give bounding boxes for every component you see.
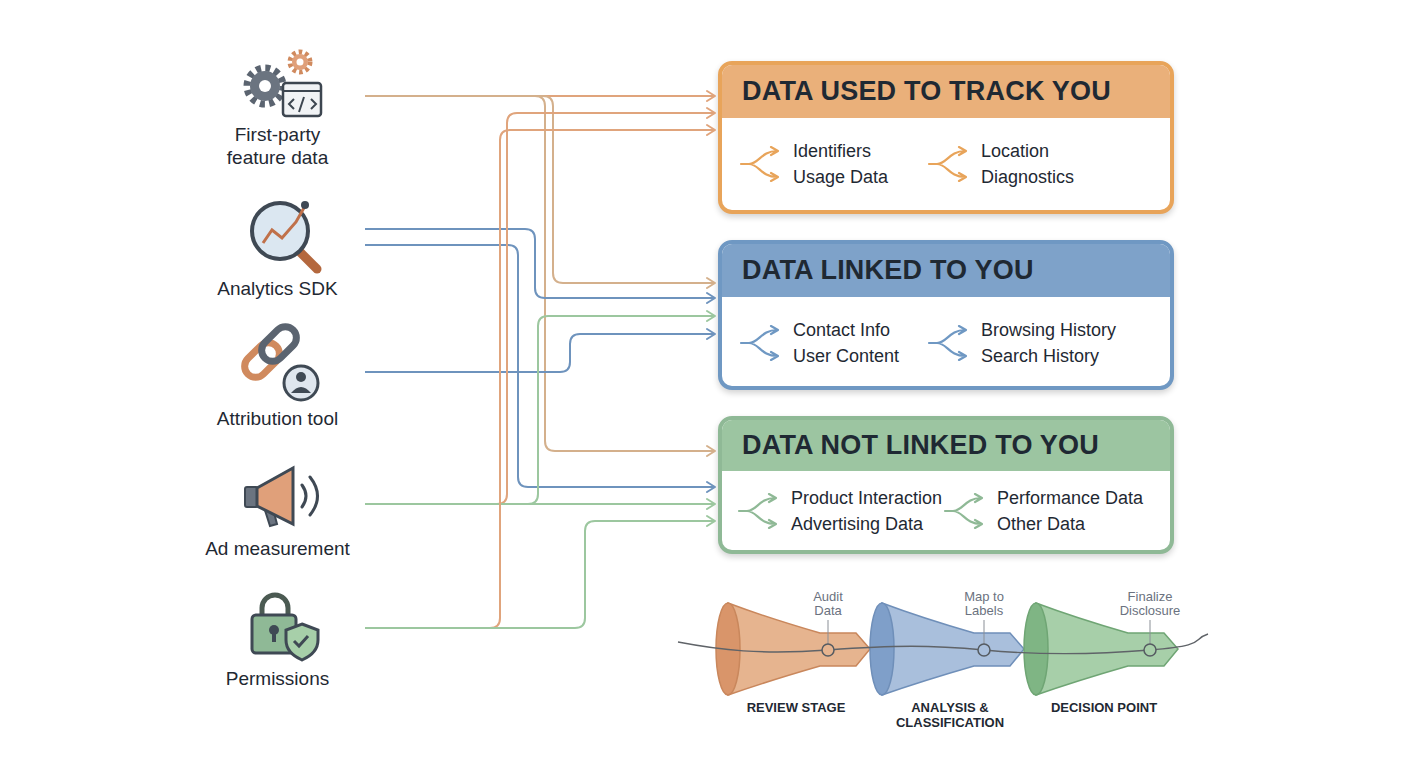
category-item: Location	[981, 139, 1049, 163]
category-item: Contact Info	[793, 318, 890, 342]
category-box: DATA USED TO TRACK YOU IdentifiersUsage D…	[718, 61, 1174, 214]
magnifier-icon	[252, 201, 317, 269]
connector-arrow	[365, 108, 715, 504]
fork-arrow-line	[741, 326, 778, 360]
arrow-head	[707, 329, 715, 339]
arrow-head	[707, 516, 715, 526]
arrow-head	[707, 293, 715, 303]
connector-arrow	[365, 91, 715, 101]
fork-arrow-icon	[739, 146, 785, 182]
padlock-icon	[252, 595, 318, 660]
fork-arrow-line	[929, 147, 966, 181]
fork-arrow-icon	[737, 493, 783, 529]
category-item: Diagnostics	[981, 165, 1074, 189]
source-label: First-party feature data	[213, 123, 343, 169]
connector-arrow	[365, 96, 715, 456]
arrow-head	[707, 311, 715, 321]
box-title: DATA NOT LINKED TO YOU	[742, 420, 1099, 471]
connector-line	[365, 521, 715, 628]
connector-line	[365, 130, 715, 628]
stage-note: Finalize Disclosure	[1114, 590, 1186, 618]
connector-line	[365, 96, 715, 283]
box-header: DATA USED TO TRACK YOU	[722, 65, 1170, 118]
stage-label: ANALYSIS & CLASSIFICATION	[875, 700, 1025, 730]
fork-arrow-icon	[927, 325, 973, 361]
source-node: Attribution tool	[190, 325, 365, 435]
fork-arrow-icon	[739, 325, 785, 361]
fork-arrow-line	[929, 326, 966, 360]
funnel-mouth	[870, 603, 894, 695]
box-header: DATA LINKED TO YOU	[722, 244, 1170, 297]
fork-arrow-icon	[943, 493, 989, 529]
gear-icon	[247, 52, 321, 116]
connector-line	[365, 113, 715, 504]
fork-arrow-line	[739, 494, 776, 528]
category-item: Advertising Data	[791, 512, 923, 536]
arrow-head	[707, 108, 715, 118]
stage-label: REVIEW STAGE	[721, 700, 871, 715]
connector-arrow	[365, 516, 715, 628]
arrow-head	[707, 482, 715, 492]
stage-note: Audit Data	[801, 590, 856, 618]
connector-arrow	[365, 245, 715, 492]
source-node: First-party feature data	[190, 45, 365, 175]
box-title: DATA USED TO TRACK YOU	[742, 65, 1111, 118]
connector-line	[365, 503, 715, 505]
funnel-stage: Finalize DisclosureDECISION POINT	[1016, 588, 1188, 733]
stage-note: Map to Labels	[954, 590, 1014, 618]
connector-line	[365, 245, 715, 487]
connector-line	[365, 95, 715, 97]
category-box: DATA LINKED TO YOU Contact InfoUser Conte…	[718, 240, 1174, 390]
arrow-head	[707, 91, 715, 101]
stage-label: DECISION POINT	[1029, 700, 1179, 715]
category-box: DATA NOT LINKED TO YOU Product Interactio…	[718, 416, 1174, 554]
category-item: Browsing History	[981, 318, 1116, 342]
connector-arrow	[365, 125, 715, 628]
connector-line	[365, 229, 715, 298]
source-label: Analytics SDK	[190, 277, 365, 300]
connector-arrow	[365, 499, 715, 509]
category-item: Identifiers	[793, 139, 871, 163]
connector-arrow	[365, 96, 715, 288]
chain-link-icon	[240, 322, 318, 400]
category-item: User Content	[793, 344, 899, 368]
source-label: Ad measurement	[190, 537, 365, 560]
connector-line	[365, 316, 715, 504]
arrow-head	[707, 125, 715, 135]
category-item: Product Interaction	[791, 486, 942, 510]
fork-arrow-line	[945, 494, 982, 528]
arrow-head	[707, 446, 715, 456]
source-label: Permissions	[190, 667, 365, 690]
category-item: Other Data	[997, 512, 1085, 536]
fork-arrow-line	[741, 147, 778, 181]
funnel-stage: Map to LabelsANALYSIS & CLASSIFICATION	[862, 588, 1034, 733]
connector-arrow	[365, 311, 715, 504]
arrow-head	[707, 278, 715, 288]
connector-arrow	[365, 329, 715, 372]
fork-arrow-icon	[927, 146, 973, 182]
category-item: Usage Data	[793, 165, 888, 189]
source-node: Permissions	[190, 585, 365, 695]
source-label: Attribution tool	[190, 407, 365, 430]
source-node: Analytics SDK	[190, 195, 365, 305]
funnel-stage: Audit DataREVIEW STAGE	[708, 588, 880, 733]
arrow-head	[707, 499, 715, 509]
connector-line	[365, 334, 715, 372]
source-node: Ad measurement	[190, 455, 365, 565]
category-item: Search History	[981, 344, 1099, 368]
box-header: DATA NOT LINKED TO YOU	[722, 420, 1170, 471]
connector-arrow	[365, 229, 715, 303]
funnel-mouth	[1024, 603, 1048, 695]
megaphone-icon	[245, 468, 318, 526]
funnel-body	[728, 603, 870, 695]
funnel-mouth	[716, 603, 740, 695]
box-title: DATA LINKED TO YOU	[742, 244, 1034, 297]
connector-line	[365, 96, 715, 451]
category-item: Performance Data	[997, 486, 1143, 510]
